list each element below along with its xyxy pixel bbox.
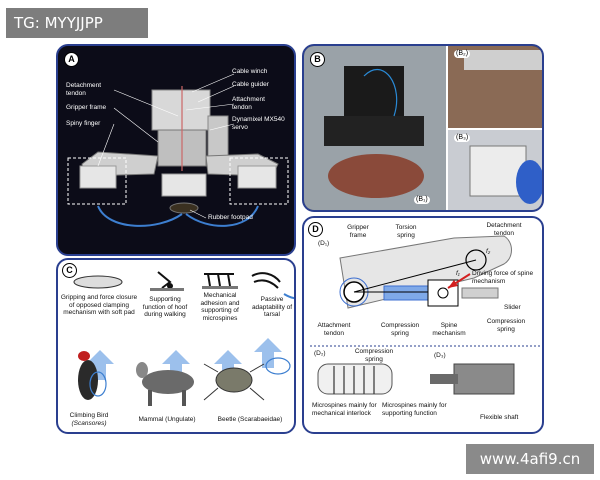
photo-b1-arms (324, 116, 424, 146)
photo-b1-rock (328, 154, 424, 198)
label-compression-spring-b: Compression spring (480, 318, 532, 333)
flexible-shaft-drawing (430, 374, 458, 384)
label-microspines-support: Microspines mainly for supporting functi… (382, 402, 448, 417)
label-gripper-frame-d: Gripper frame (338, 224, 378, 239)
label-spine-mechanism: Spine mechanism (426, 322, 472, 337)
right-spiny-finger (238, 166, 276, 188)
label-flexible-shaft: Flexible shaft (480, 414, 518, 422)
mechanism-clamping: Gripping and force closure of opposed cl… (60, 294, 138, 317)
photo-panel (304, 46, 544, 212)
label-d3: (D₃) (434, 352, 446, 360)
label-d1: (D₁) (318, 240, 329, 248)
photo-b2-spines (464, 50, 544, 70)
label-detachment-tendon-d: Detachment tendon (476, 222, 532, 237)
label-detachment-tendon: Detachment tendon (66, 82, 116, 97)
cable-winch (208, 116, 228, 158)
panel-b: B (B₁) (B₂) (B₃) (302, 44, 544, 212)
panel-c: C Gripping and force closure of opposed … (56, 258, 296, 434)
label-scansores: (Scansores) (64, 420, 114, 428)
panel-c-letter: C (62, 263, 77, 278)
bio-inspiration-graphics (58, 260, 296, 434)
label-rubber-footpad: Rubber footpad (208, 214, 253, 222)
beetle-image (216, 368, 252, 392)
label-b2: (B₂) (454, 50, 470, 58)
label-f2: f₂ (486, 248, 490, 256)
label-driving-force: Driving force of spine mechanism (472, 270, 538, 285)
label-compression-spring-a: Compression spring (374, 322, 426, 337)
label-cable-guider: Cable guider (232, 81, 269, 89)
label-d2: (D₂) (314, 350, 326, 358)
label-compression-spring-c: Compression spring (348, 348, 400, 363)
tarsal-icon (252, 273, 280, 288)
watermark-bottom-right: www.4afi9.cn (466, 444, 594, 474)
climbing-bird-image (78, 360, 98, 400)
label-f1: f₁ (456, 270, 460, 278)
label-dynamixel: Dynamixel MX540 servo (232, 116, 290, 131)
microspine-icon (204, 274, 234, 286)
label-torsion-spring: Torsion spring (386, 224, 426, 239)
mechanism-hoof: Supporting function of hoof during walki… (138, 296, 192, 319)
compression-spring-a (384, 286, 428, 300)
mechanism-tarsal: Passive adaptability of tarsal (250, 296, 294, 319)
label-cable-winch: Cable winch (232, 68, 267, 76)
panel-a: A (56, 44, 296, 256)
label-spiny-finger: Spiny finger (66, 120, 100, 128)
label-beetle: Beetle (Scarabaeidae) (208, 416, 292, 424)
label-gripper-frame: Gripper frame (66, 104, 106, 112)
clamp-mechanism-icon (74, 276, 122, 288)
label-microspines-interlock: Microspines mainly for mechanical interl… (312, 402, 378, 417)
center-finger (162, 174, 206, 196)
left-spiny-finger (80, 166, 116, 188)
d3-module (454, 364, 514, 394)
gripper-render (58, 46, 296, 256)
label-b1: (B₁) (414, 196, 430, 204)
mechanism-microspines: Mechanical adhesion and supporting of mi… (192, 292, 248, 322)
panel-d: D (D₁) Gripper frame Torsion spring Deta… (302, 216, 544, 434)
panel-b-letter: B (310, 52, 325, 67)
photo-b1-gripper (344, 66, 404, 116)
watermark-top-left: TG: MYYJJPP (6, 8, 148, 38)
d2-finger-housing (318, 364, 392, 394)
label-b3: (B₃) (454, 134, 470, 142)
photo-b3-glove (516, 160, 544, 204)
servo-body (152, 90, 210, 130)
label-mammal: Mammal (Ungulate) (132, 416, 202, 424)
label-attachment-tendon-d: Attachment tendon (314, 322, 354, 337)
label-climbing-bird: Climbing Bird (64, 412, 114, 420)
label-slider: Slider (504, 304, 521, 312)
spine-mechanism (462, 288, 498, 298)
rubber-footpad (170, 203, 198, 213)
label-attachment-tendon: Attachment tendon (232, 96, 284, 111)
panel-d-letter: D (308, 222, 323, 237)
